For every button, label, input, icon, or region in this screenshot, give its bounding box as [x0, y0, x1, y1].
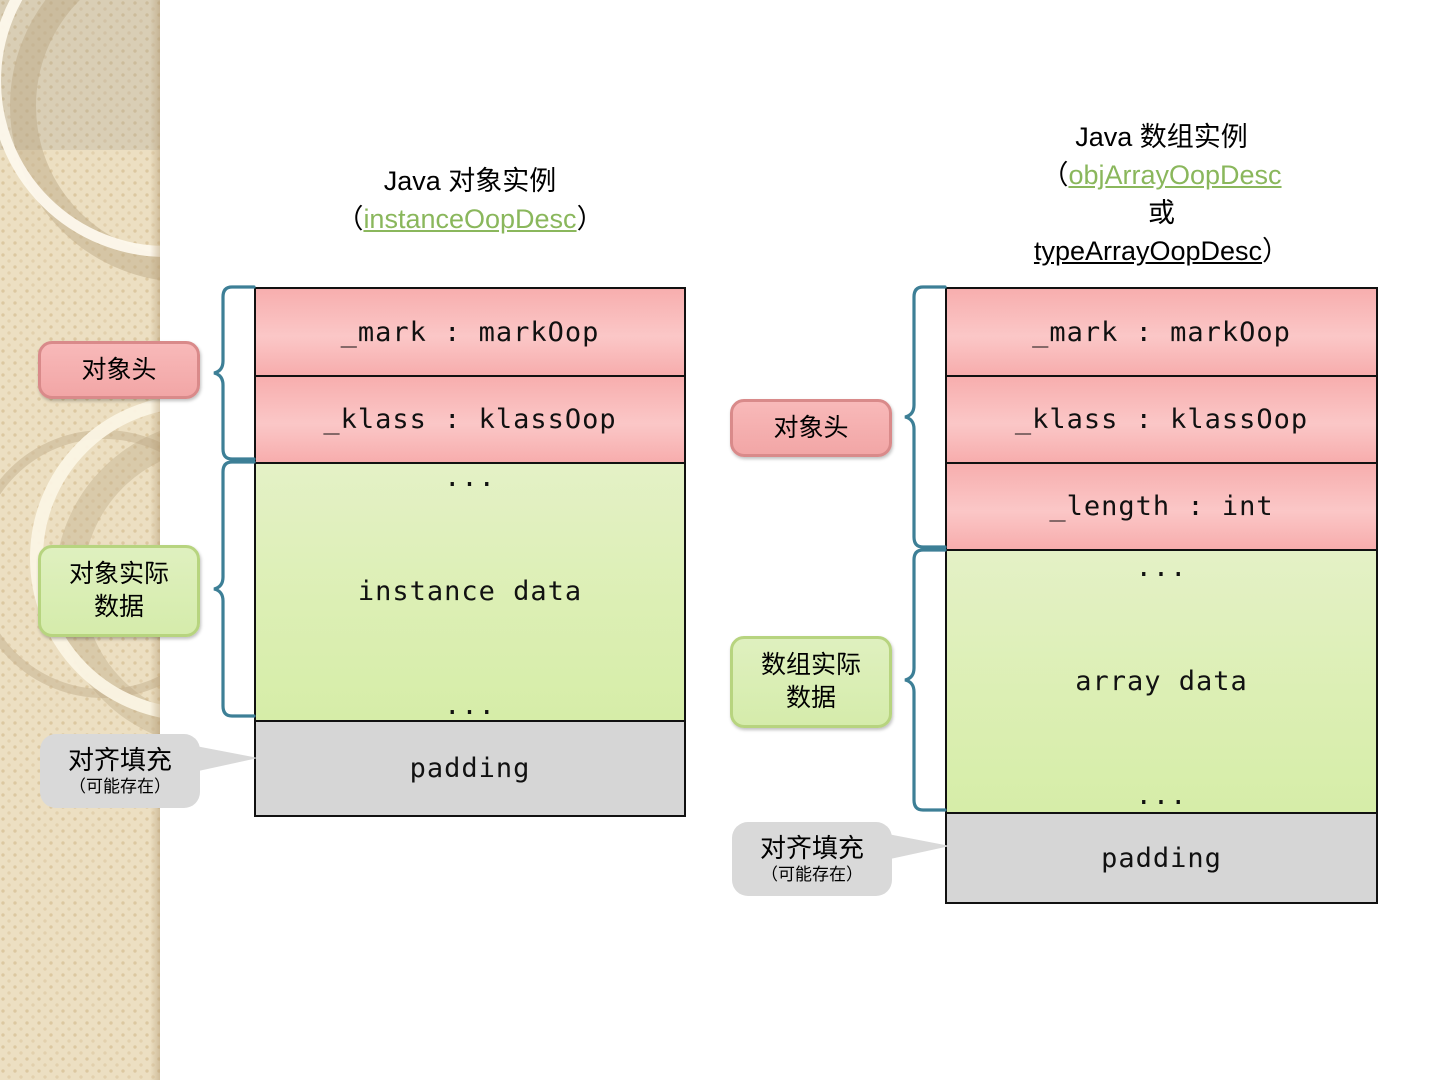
right-title-line4: typeArrayOopDesc）: [945, 232, 1378, 270]
right-title-paren-close: ）: [1262, 236, 1290, 266]
right-row-klass: _klass : klassOop: [947, 375, 1376, 462]
left-row-mark-label: _mark : markOop: [340, 316, 600, 348]
left-row-klass: _klass : klassOop: [256, 375, 684, 462]
left-title-paren-open: （: [336, 204, 364, 234]
sidebar-edge-shade: [150, 0, 160, 1080]
left-label-object-header-text: 对象头: [81, 355, 157, 384]
left-data-brace: [213, 460, 256, 718]
right-title-link-objarrayoopdesc[interactable]: objArrayOopDesc: [1068, 160, 1282, 190]
right-title-paren-open: （: [1041, 160, 1069, 190]
right-data-brace: [904, 548, 947, 812]
right-array-data-ellipsis-top: ...: [1135, 551, 1188, 583]
right-row-length: _length : int: [947, 462, 1376, 549]
right-padding-callout[interactable]: 对齐填充 （可能存在）: [732, 822, 892, 896]
left-label-object-data-text: 对象实际 数据: [69, 558, 169, 624]
right-array-data-label: array data: [1075, 665, 1248, 697]
decorative-ring-outline-bottom: [0, 430, 160, 698]
left-padding-callout-title: 对齐填充: [67, 745, 172, 775]
left-row-mark: _mark : markOop: [256, 289, 684, 375]
left-title-paren-close: ）: [576, 204, 604, 234]
right-label-array-data-text: 数组实际 数据: [761, 649, 861, 715]
right-row-padding-label: padding: [1101, 842, 1222, 874]
right-label-object-header[interactable]: 对象头: [730, 399, 892, 457]
right-padding-callout-title: 对齐填充: [759, 833, 864, 863]
decorative-sidebar: [0, 0, 160, 1080]
right-label-array-data[interactable]: 数组实际 数据: [730, 636, 892, 728]
left-header-brace: [213, 285, 256, 461]
right-title-link-typearrayoopdesc[interactable]: typeArrayOopDesc: [1033, 236, 1263, 266]
right-padding-callout-subtitle: （可能存在）: [761, 865, 863, 884]
left-row-klass-label: _klass : klassOop: [323, 404, 617, 435]
right-diagram-title: Java 数组实例 （objArrayOopDesc 或 typeArrayOo…: [945, 118, 1378, 270]
right-label-array-data-line1: 数组实际: [760, 651, 861, 679]
left-padding-callout[interactable]: 对齐填充 （可能存在）: [40, 734, 200, 808]
left-padding-callout-subtitle: （可能存在）: [69, 777, 171, 796]
right-title-line2: （objArrayOopDesc: [945, 156, 1378, 194]
left-row-padding: padding: [256, 720, 684, 815]
left-diagram-title: Java 对象实例 （instanceOopDesc）: [254, 162, 686, 238]
right-row-array-data: ... array data ...: [947, 549, 1376, 812]
left-label-object-header[interactable]: 对象头: [38, 341, 200, 399]
right-title-line1: Java 数组实例: [1075, 122, 1248, 152]
left-title-link-instanceoopdesc[interactable]: instanceOopDesc: [363, 204, 577, 234]
left-label-object-data-line2: 数据: [93, 593, 144, 621]
right-title-line3: 或: [1148, 198, 1175, 228]
right-memory-layout-box: _mark : markOop _klass : klassOop _lengt…: [945, 287, 1378, 904]
left-instance-data-ellipsis-bottom: ...: [444, 690, 496, 721]
right-row-klass-label: _klass : klassOop: [1014, 404, 1309, 435]
right-label-object-header-text: 对象头: [773, 413, 849, 442]
left-memory-layout-box: _mark : markOop _klass : klassOop ... in…: [254, 287, 686, 817]
left-label-object-data-line1: 对象实际: [68, 560, 169, 588]
right-header-brace: [904, 285, 947, 549]
right-array-data-ellipsis-bottom: ...: [1135, 779, 1188, 811]
left-row-instance-data: ... instance data ...: [256, 462, 684, 721]
left-instance-data-ellipsis-top: ...: [444, 462, 496, 493]
right-row-length-label: _length : int: [1049, 491, 1274, 522]
right-row-padding: padding: [947, 812, 1376, 902]
right-row-mark-label: _mark : markOop: [1032, 316, 1291, 348]
left-title-line2: （instanceOopDesc）: [254, 200, 686, 238]
right-label-array-data-line2: 数据: [785, 684, 836, 712]
left-title-line1: Java 对象实例: [383, 166, 557, 196]
left-instance-data-label: instance data: [357, 576, 583, 607]
left-row-padding-label: padding: [409, 753, 531, 784]
left-label-object-data[interactable]: 对象实际 数据: [38, 545, 200, 637]
right-row-mark: _mark : markOop: [947, 289, 1376, 375]
